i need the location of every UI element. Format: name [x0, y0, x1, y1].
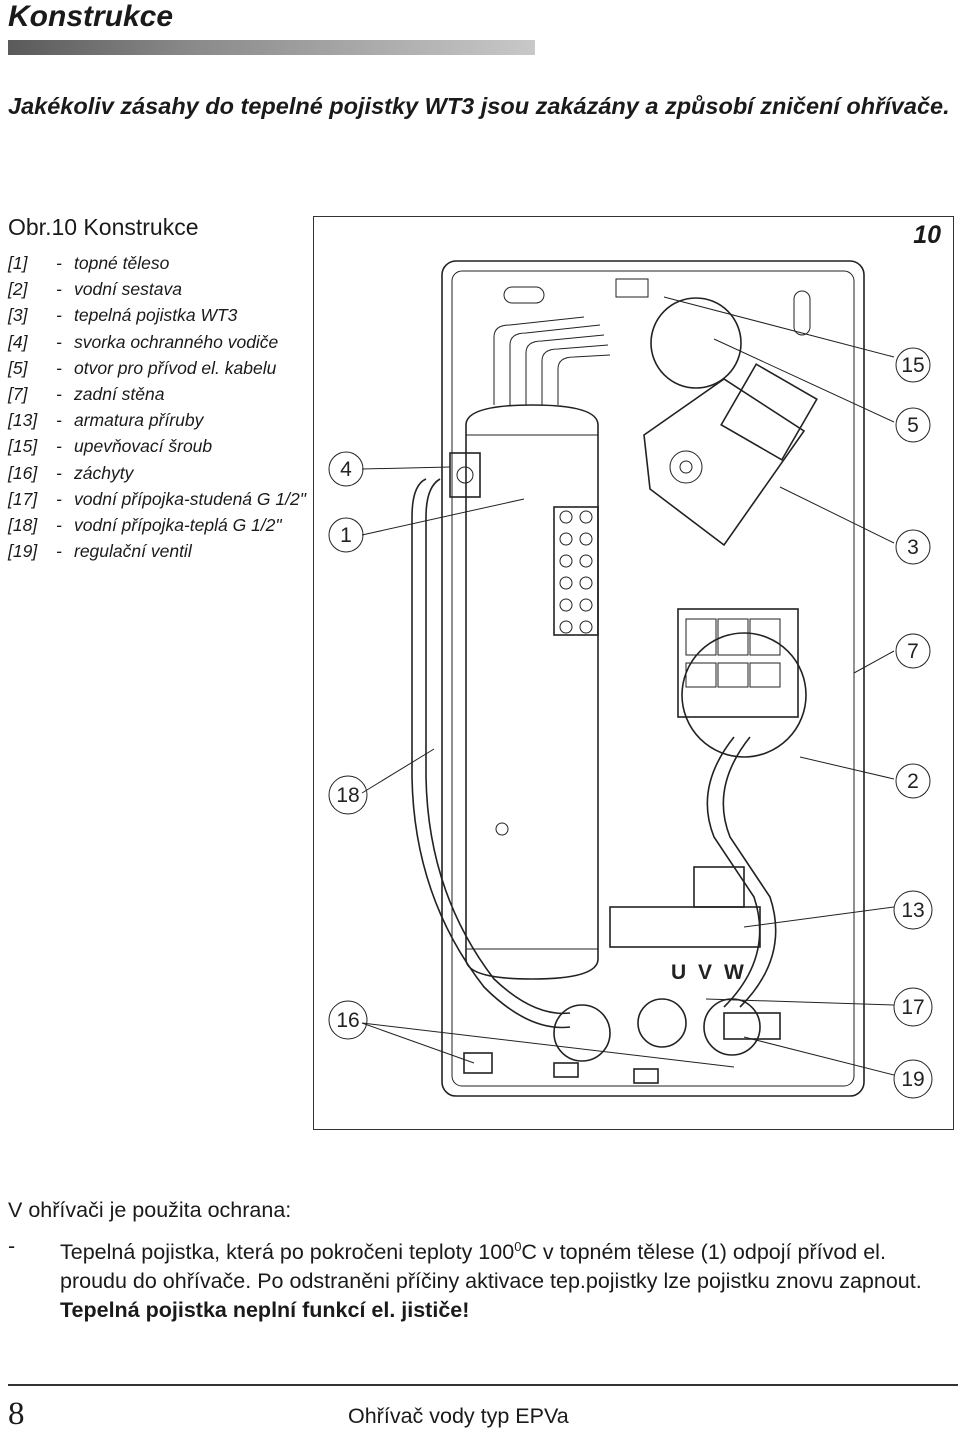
part-description: otvor pro přívod el. kabelu [74, 357, 277, 378]
callout-1: 1 [340, 524, 352, 547]
part-dash: - [56, 541, 62, 562]
part-description: vodní sestava [74, 279, 182, 300]
part-dash: - [56, 279, 62, 300]
callouts: 15 5 4 1 3 7 2 18 13 16 17 19 [328, 347, 933, 1099]
list-item: [17]-vodní přípojka-studená G 1/2" [8, 486, 306, 512]
part-dash: - [56, 514, 62, 535]
callout-4: 4 [340, 458, 352, 481]
part-description: záchyty [74, 462, 134, 483]
heading-rule [8, 40, 535, 55]
list-item: [13]-armatura příruby [8, 407, 306, 433]
part-number: [19] [8, 541, 38, 562]
part-number: [2] [8, 279, 28, 300]
construction-figure: 10 [313, 216, 954, 1130]
part-dash: - [56, 357, 62, 378]
water-connections [553, 998, 781, 1062]
warning-text: Jakékoliv zásahy do tepelné pojistky WT3… [8, 93, 950, 119]
footer-rule [8, 1384, 958, 1386]
callout-19: 19 [901, 1068, 924, 1091]
thermal-fuse [643, 363, 818, 547]
part-description: vodní přípojka-studená G 1/2" [74, 488, 306, 509]
part-description: upevňovací šroub [74, 436, 213, 457]
protection-bullet: - Tepelná pojistka, která po pokročeni t… [8, 1232, 958, 1325]
list-item: [3] -tepelná pojistka WT3 [8, 302, 306, 328]
list-item: [18]-vodní přípojka-teplá G 1/2" [8, 512, 306, 538]
temperature-superscript: 0 [514, 1239, 522, 1254]
part-dash: - [56, 383, 62, 404]
terminal-block-uvw: U V W [671, 961, 744, 984]
part-number: [5] [8, 357, 28, 378]
heating-element [465, 316, 611, 980]
callout-5: 5 [907, 414, 919, 437]
parts-list: [1]-topné těleso [2]-vodní sestava [3]-t… [8, 250, 306, 564]
part-description: armatura příruby [74, 410, 204, 431]
part-dash: - [56, 305, 62, 326]
part-number: [17] [8, 488, 38, 509]
part-dash: - [56, 462, 62, 483]
protection-intro: V ohřívači je použita ochrana: [8, 1198, 292, 1222]
list-item: [1] -topné těleso [8, 250, 306, 276]
part-description: regulační ventil [74, 541, 192, 562]
part-number: [13] [8, 410, 38, 431]
part-number: [7] [8, 383, 28, 404]
part-dash: - [56, 488, 62, 509]
part-dash: - [56, 253, 62, 273]
callout-2: 2 [907, 770, 919, 793]
housing [441, 260, 865, 1097]
protection-bold-warning: Tepelná pojistka neplní funkcí el. jisti… [60, 1298, 470, 1323]
section-heading: Konstrukce [8, 0, 174, 33]
protection-text: Tepelná pojistka, která po pokročeni tep… [60, 1232, 958, 1325]
part-number: [4] [8, 331, 28, 352]
terminal-u-label: U [671, 961, 686, 984]
terminal-w-label: W [724, 961, 744, 984]
part-number: [15] [8, 436, 38, 457]
part-number: [3] [8, 305, 28, 326]
bullet-dash: - [8, 1234, 16, 1258]
part-dash: - [56, 410, 62, 431]
callout-13: 13 [901, 899, 924, 922]
footer-title: Ohřívač vody typ EPVa [348, 1404, 569, 1428]
protection-text-part1: Tepelná pojistka, která po pokročeni tep… [60, 1240, 515, 1265]
callout-16: 16 [336, 1009, 359, 1032]
terminal-v-label: V [698, 961, 712, 984]
list-item: [5] -otvor pro přívod el. kabelu [8, 355, 306, 381]
terminal-strip [553, 506, 599, 636]
list-item: [2] -vodní sestava [8, 276, 306, 302]
part-number: [16] [8, 462, 38, 483]
flange-relay-block [677, 608, 807, 758]
figure-number: 10 [913, 221, 941, 249]
catches [463, 1052, 659, 1084]
part-dash: - [56, 331, 62, 352]
list-item: [4] -svorka ochranného vodiče [8, 329, 306, 355]
list-item: [15]-upevňovací šroub [8, 433, 306, 459]
callout-17: 17 [901, 996, 924, 1019]
callout-3: 3 [907, 536, 919, 559]
list-item: [7] -zadní stěna [8, 381, 306, 407]
part-description: tepelná pojistka WT3 [74, 305, 238, 326]
figure-caption: Obr.10 Konstrukce [8, 214, 199, 240]
part-description: topné těleso [74, 253, 170, 273]
callout-18: 18 [336, 784, 359, 807]
page-number: 8 [8, 1396, 25, 1432]
protection-text-part2: C v topném tělese (1) odpojí přívod el. … [60, 1240, 922, 1294]
cable-entry-hole [650, 297, 742, 389]
callout-15: 15 [901, 354, 924, 377]
part-description: svorka ochranného vodiče [74, 331, 279, 352]
ground-terminal [449, 452, 481, 498]
list-item: [16]-záchyty [8, 460, 306, 486]
part-dash: - [56, 436, 62, 457]
hot-water-pipe [411, 478, 571, 1029]
list-item: [19]-regulační ventil [8, 538, 306, 564]
callout-leaders [361, 296, 895, 1076]
part-description: zadní stěna [74, 383, 165, 404]
part-number: [1] [8, 253, 28, 273]
callout-7: 7 [907, 640, 919, 663]
water-assembly [609, 736, 777, 1008]
heater-drawing: U V W [328, 260, 933, 1099]
part-description: vodní přípojka-teplá G 1/2" [74, 514, 282, 535]
part-number: [18] [8, 514, 38, 535]
